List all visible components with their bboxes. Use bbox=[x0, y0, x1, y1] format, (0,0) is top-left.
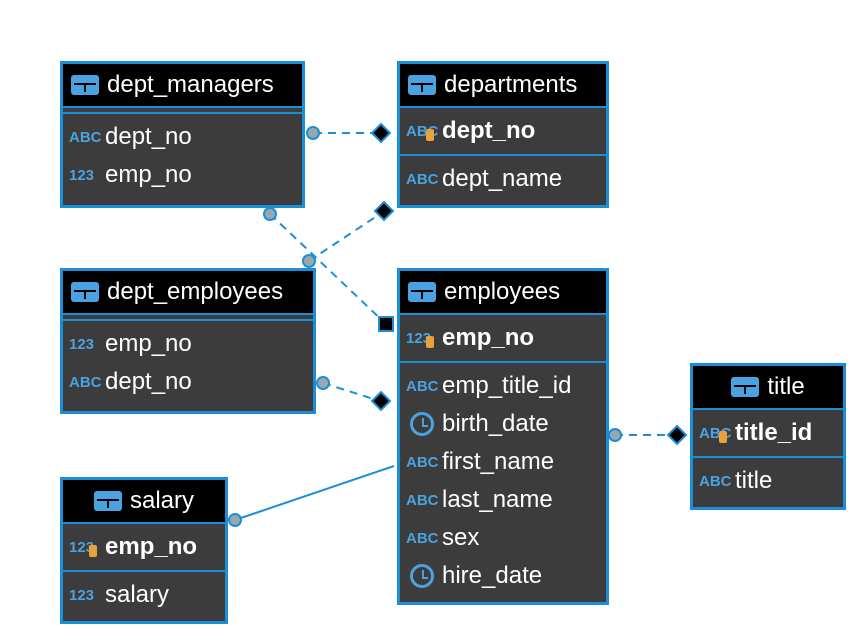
entity-header[interactable]: dept_employees bbox=[63, 271, 313, 315]
table-icon bbox=[71, 282, 99, 302]
column-section: ABC emp_title_id birth_date ABC first_na… bbox=[400, 363, 606, 599]
column-row[interactable]: ABC dept_name bbox=[406, 165, 563, 192]
column-row[interactable]: ABC dept_no bbox=[69, 368, 192, 395]
link-dept-employees-employees bbox=[322, 382, 381, 402]
clock-icon bbox=[410, 412, 434, 436]
entity-salary[interactable]: salary 123 emp_no 123 salary bbox=[60, 477, 228, 624]
string-type-icon: ABC bbox=[406, 529, 439, 547]
column-row[interactable]: ABC dept_no bbox=[69, 123, 192, 150]
link-end-circle bbox=[316, 376, 330, 390]
string-type-icon: ABC bbox=[406, 491, 439, 509]
table-icon bbox=[71, 75, 99, 95]
column-row[interactable]: ABC sex bbox=[406, 524, 480, 551]
link-dept-employees-departments bbox=[308, 209, 387, 262]
number-type-icon: 123 bbox=[69, 166, 95, 184]
primary-key-row[interactable]: ABC dept_no bbox=[406, 117, 536, 144]
primary-key-row[interactable]: 123 emp_no bbox=[406, 324, 535, 351]
link-end-diamond bbox=[373, 200, 395, 222]
link-end-circle bbox=[302, 254, 316, 268]
primary-key-icon bbox=[719, 430, 727, 443]
key-section: ABC dept_no bbox=[400, 108, 606, 156]
column-section: ABC dept_no 123 emp_no bbox=[63, 112, 302, 198]
string-type-icon: ABC bbox=[406, 453, 439, 471]
link-end-circle bbox=[263, 207, 277, 221]
column-row[interactable]: ABC title bbox=[699, 467, 773, 494]
link-end-circle bbox=[608, 428, 622, 442]
primary-key-icon bbox=[426, 335, 434, 348]
entity-header[interactable]: title bbox=[693, 366, 843, 410]
link-end-diamond bbox=[370, 390, 392, 412]
number-type-icon: 123 bbox=[406, 330, 442, 348]
primary-key-row[interactable]: ABC title_id bbox=[699, 419, 813, 446]
clock-icon bbox=[410, 564, 434, 588]
column-row[interactable]: ABC first_name bbox=[406, 448, 555, 475]
string-type-icon: ABC bbox=[69, 373, 102, 391]
column-section: 123 emp_no ABC dept_no bbox=[63, 319, 313, 405]
column-row[interactable]: 123 emp_no bbox=[69, 330, 192, 357]
link-dept-managers-employees bbox=[269, 213, 387, 325]
string-type-icon: ABC bbox=[699, 472, 732, 490]
link-end-square bbox=[378, 316, 394, 332]
entity-dept-employees[interactable]: dept_employees 123 emp_no ABC dept_no bbox=[60, 268, 316, 414]
link-end-diamond bbox=[370, 122, 392, 144]
entity-title[interactable]: title ABC title_id ABC title bbox=[690, 363, 846, 510]
link-salary-employees bbox=[234, 465, 395, 521]
column-row[interactable]: 123 salary bbox=[69, 581, 170, 608]
table-icon bbox=[93, 491, 122, 511]
link-end-diamond bbox=[666, 424, 688, 446]
table-icon bbox=[731, 377, 760, 397]
column-row[interactable]: hire_date bbox=[400, 557, 606, 595]
column-section: ABC dept_name bbox=[400, 156, 606, 202]
primary-key-icon bbox=[426, 128, 434, 141]
link-end-circle bbox=[306, 126, 320, 140]
string-type-icon: ABC bbox=[699, 424, 732, 443]
entity-header[interactable]: departments bbox=[400, 64, 606, 108]
link-end-circle bbox=[228, 513, 242, 527]
string-type-icon: ABC bbox=[406, 170, 439, 188]
table-icon bbox=[408, 282, 436, 302]
entity-header[interactable]: salary bbox=[63, 480, 225, 524]
number-type-icon: 123 bbox=[69, 539, 105, 557]
column-row[interactable]: birth_date bbox=[400, 405, 606, 443]
key-section: 123 emp_no bbox=[400, 315, 606, 363]
column-section: ABC title bbox=[693, 458, 843, 504]
column-section: 123 salary bbox=[63, 572, 225, 618]
string-type-icon: ABC bbox=[406, 122, 439, 141]
table-icon bbox=[408, 75, 436, 95]
column-row[interactable]: ABC emp_title_id bbox=[406, 372, 572, 399]
key-section: ABC title_id bbox=[693, 410, 843, 458]
column-row[interactable]: 123 emp_no bbox=[69, 161, 192, 188]
number-type-icon: 123 bbox=[69, 335, 95, 353]
entity-header[interactable]: dept_managers bbox=[63, 64, 302, 108]
number-type-icon: 123 bbox=[69, 586, 95, 604]
entity-departments[interactable]: departments ABC dept_no ABC dept_name bbox=[397, 61, 609, 208]
primary-key-icon bbox=[89, 544, 97, 557]
primary-key-row[interactable]: 123 emp_no bbox=[69, 533, 198, 560]
entity-header[interactable]: employees bbox=[400, 271, 606, 315]
key-section: 123 emp_no bbox=[63, 524, 225, 572]
column-row[interactable]: ABC last_name bbox=[406, 486, 553, 513]
string-type-icon: ABC bbox=[406, 377, 439, 395]
string-type-icon: ABC bbox=[69, 128, 102, 146]
entity-dept-managers[interactable]: dept_managers ABC dept_no 123 emp_no bbox=[60, 61, 305, 208]
entity-employees[interactable]: employees 123 emp_no ABC emp_title_id bi… bbox=[397, 268, 609, 605]
